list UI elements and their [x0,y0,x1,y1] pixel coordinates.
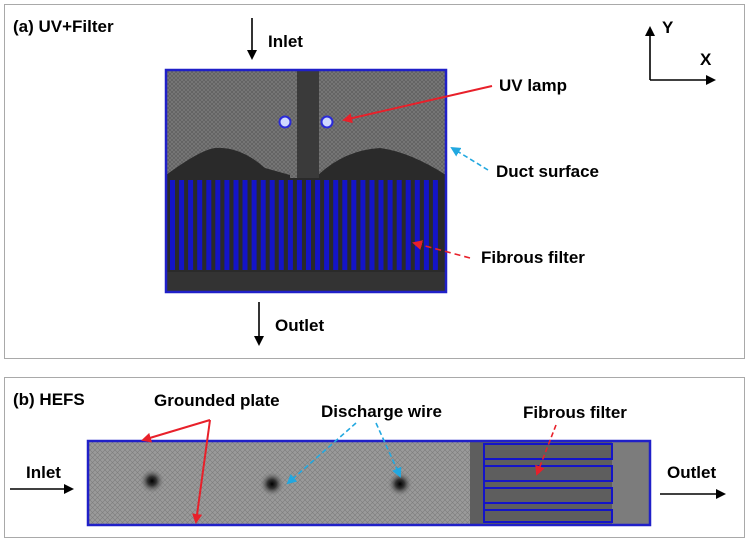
filter-pleat [242,180,248,270]
fibrous-filter-label-a: Fibrous filter [481,248,585,267]
filter-pleat [197,180,203,270]
filter-pleat [233,180,239,270]
mesh-bump-left [166,147,290,180]
filter-pleat [269,180,275,270]
center-strip [297,70,319,180]
filter-pleat [188,180,194,270]
filter-pleat [251,180,257,270]
filter-pleat [342,180,348,270]
fibrous-filter-pleats [170,180,438,270]
filter-pleat [206,180,212,270]
panel-a-title: (a) UV+Filter [13,17,114,36]
filter-pleat [278,180,284,270]
fibrous-filter-b [483,443,613,523]
duct-a [164,68,448,294]
uv-lamp-label: UV lamp [499,76,568,95]
outlet-label-b: Outlet [667,463,717,482]
filter-pleat [306,180,311,270]
discharge-wire-pointer-1 [286,422,357,485]
filter-pleat [170,180,175,270]
inlet-label-a: Inlet [268,32,303,51]
uv-lamp-right [320,115,334,129]
filter-pleat [324,180,330,270]
filter-pleat [369,180,375,270]
duct-surface-pointer [450,146,489,171]
filter-pleat [396,180,402,270]
axis-indicator [645,26,716,85]
mesh-bump-right [318,148,446,180]
filter-pleat [287,180,293,270]
filter-pleat [315,180,321,270]
uv-lamp-left [278,115,292,129]
outlet-band [166,272,446,292]
discharge-wire-2 [259,471,285,497]
inlet-label-b: Inlet [26,463,61,482]
grounded-plate-label: Grounded plate [154,391,280,410]
filter-pleat [378,180,384,270]
duct-surface-label: Duct surface [496,162,599,181]
grounded-plate-pointer-top [141,419,211,443]
filter-pleat [333,180,339,270]
outlet-label-a: Outlet [275,316,325,335]
outlet-section-b [612,441,650,525]
discharge-wire-1 [139,468,165,494]
axis-y-label: Y [662,18,674,37]
duct-b [86,439,652,527]
fibrous-filter-label-b: Fibrous filter [523,403,627,422]
filter-pleat [405,180,411,270]
duct-border-b [86,439,652,527]
discharge-wire-label: Discharge wire [321,402,442,421]
filter-pleat [296,180,302,270]
filter-pleat [215,180,221,270]
filter-pleat [224,180,230,270]
uv-lamp-pointer [342,85,493,124]
discharge-wire-pointer-2 [375,422,402,478]
grounded-plate-pointer-bottom [192,419,211,524]
filter-pleat [414,180,420,270]
duct-border-a [164,68,448,294]
fibrous-filter-pointer-b [535,424,557,476]
filter-pleat [179,180,185,270]
filter-pleat [260,180,266,270]
axis-x-label: X [700,50,712,69]
panel-b-title: (b) HEFS [13,390,85,409]
filter-pleat [432,180,438,270]
filter-pleat [351,180,357,270]
filter-pleat [387,180,393,270]
filter-pleat [360,180,366,270]
filter-pleat [423,180,429,270]
